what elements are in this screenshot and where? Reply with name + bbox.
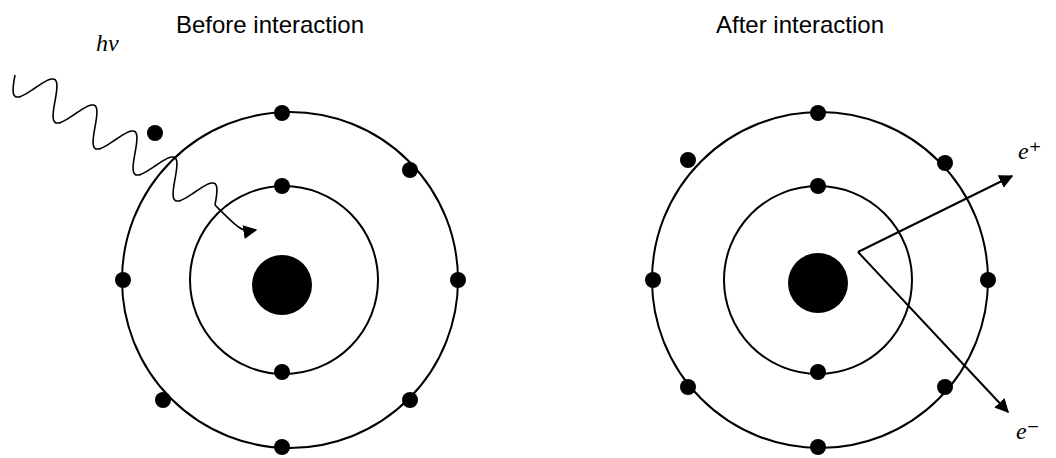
nucleus xyxy=(252,255,312,315)
nucleus xyxy=(788,253,848,313)
outer-shell xyxy=(652,112,988,448)
atom-before xyxy=(122,112,458,448)
particle-label: e⁺ xyxy=(1018,138,1041,164)
outer-shell xyxy=(122,112,458,448)
photon-arrow xyxy=(215,205,256,231)
atom-after xyxy=(652,112,988,448)
inner-shell xyxy=(190,186,378,374)
panel-heading: After interaction xyxy=(716,12,884,38)
photon-wave xyxy=(13,75,217,205)
particle-label: e⁻ xyxy=(1016,418,1039,444)
positron-track xyxy=(858,176,1012,252)
panel-heading: Before interaction xyxy=(176,12,364,38)
photon-label: hv xyxy=(96,30,119,56)
electron-track xyxy=(858,252,1008,412)
electrons-after xyxy=(645,105,996,455)
